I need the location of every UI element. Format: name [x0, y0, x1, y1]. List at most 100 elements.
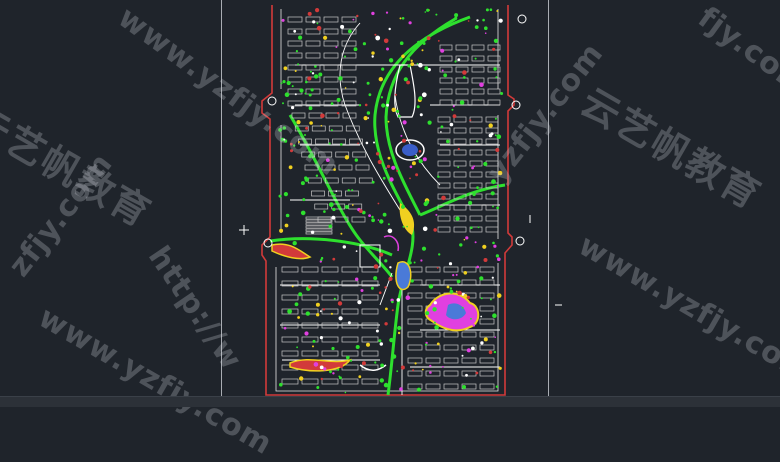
- tree: [301, 181, 305, 185]
- building: [444, 384, 458, 389]
- tree: [299, 376, 303, 380]
- tree: [332, 216, 336, 220]
- tree: [415, 173, 418, 176]
- tree: [299, 88, 303, 92]
- tree: [400, 41, 404, 45]
- tree: [296, 346, 298, 348]
- building: [444, 345, 458, 350]
- tree: [425, 311, 429, 315]
- building: [306, 217, 332, 219]
- tree: [409, 21, 412, 24]
- tree: [295, 93, 297, 95]
- tree: [457, 58, 460, 61]
- tree: [339, 376, 342, 379]
- cad-viewport[interactable]: 云艺帆教育 云艺帆教育 www.yzfjy.com yzfjy.com www.…: [0, 0, 780, 396]
- tree: [422, 247, 426, 251]
- tree: [335, 190, 337, 192]
- tree: [422, 92, 427, 97]
- tree: [358, 375, 361, 378]
- tree: [379, 219, 383, 223]
- tree: [492, 242, 495, 245]
- tree: [320, 114, 325, 119]
- tree: [397, 326, 401, 330]
- tree: [457, 166, 459, 168]
- tree: [496, 207, 499, 210]
- building: [305, 165, 318, 170]
- tree: [476, 140, 478, 142]
- tree: [371, 216, 373, 218]
- tree: [472, 193, 475, 196]
- tree: [398, 115, 401, 118]
- building: [470, 205, 482, 210]
- tree: [378, 219, 380, 221]
- tree: [446, 140, 450, 144]
- building: [302, 309, 318, 314]
- building: [454, 172, 466, 177]
- tree: [320, 310, 322, 312]
- building: [440, 89, 452, 94]
- tree: [437, 267, 439, 269]
- building: [444, 358, 458, 363]
- tree: [389, 58, 393, 62]
- tree: [379, 253, 383, 257]
- tree: [440, 49, 444, 53]
- building: [362, 295, 378, 300]
- tree: [357, 143, 359, 145]
- tree: [371, 287, 374, 290]
- tree: [392, 354, 397, 359]
- tree: [401, 366, 405, 370]
- tree: [296, 120, 300, 124]
- building: [306, 53, 320, 58]
- building: [322, 379, 338, 384]
- tree: [293, 144, 295, 146]
- tree: [313, 340, 316, 343]
- tree: [457, 280, 461, 284]
- tree: [297, 63, 299, 65]
- building: [488, 100, 500, 105]
- tree: [369, 93, 372, 96]
- tree: [437, 343, 440, 346]
- tree: [371, 51, 374, 54]
- building: [288, 41, 302, 46]
- building: [324, 17, 338, 22]
- tree: [401, 55, 405, 59]
- building: [362, 309, 378, 314]
- tree: [418, 63, 423, 68]
- building: [472, 67, 484, 72]
- tree: [329, 224, 333, 228]
- tree: [460, 100, 465, 105]
- tree: [304, 134, 306, 136]
- tree: [338, 281, 340, 283]
- building: [302, 337, 318, 342]
- tree: [482, 245, 486, 249]
- tree: [329, 370, 332, 373]
- tree: [480, 341, 483, 344]
- tree: [320, 336, 323, 339]
- building: [408, 293, 422, 298]
- tree: [409, 261, 412, 264]
- tree: [331, 347, 334, 350]
- tree: [403, 226, 405, 228]
- building: [486, 128, 498, 133]
- tree: [379, 291, 382, 294]
- tree: [298, 36, 302, 40]
- building: [324, 89, 338, 94]
- tree: [391, 301, 394, 304]
- tree: [392, 108, 396, 112]
- tree: [425, 344, 427, 346]
- building: [408, 345, 422, 350]
- tree: [406, 295, 411, 300]
- tree: [492, 277, 494, 279]
- building: [408, 332, 422, 337]
- building: [312, 191, 325, 196]
- tree: [438, 40, 440, 42]
- tree: [459, 243, 462, 246]
- building: [472, 45, 484, 50]
- building: [456, 89, 468, 94]
- tree: [378, 339, 381, 342]
- building: [438, 172, 450, 177]
- tree: [364, 116, 368, 120]
- tree: [383, 213, 387, 217]
- tree: [295, 302, 299, 306]
- tree: [312, 20, 315, 23]
